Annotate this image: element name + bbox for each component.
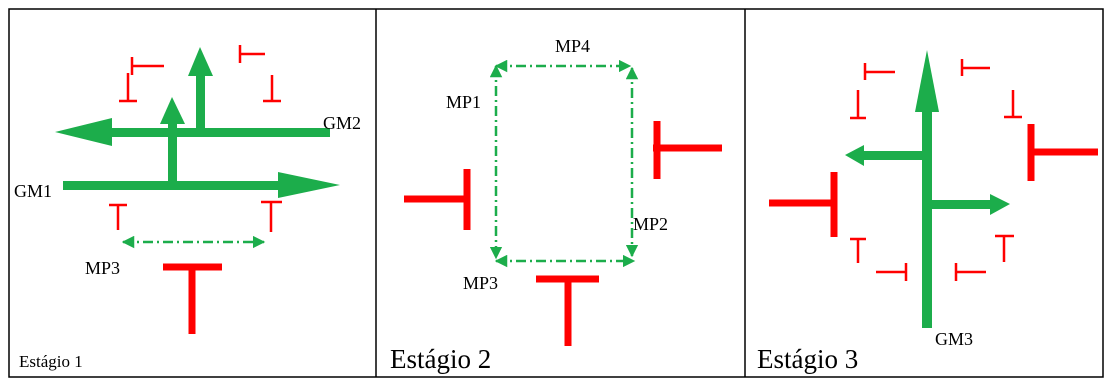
red-signal-right bbox=[653, 121, 722, 179]
outer-border bbox=[8, 8, 1104, 378]
pedestrian-loop bbox=[489, 59, 639, 268]
red-stop-signals-3 bbox=[850, 59, 1022, 281]
red-stop-signals bbox=[109, 45, 282, 232]
red-signal-right-3 bbox=[1027, 124, 1098, 181]
red-signal-bottom bbox=[536, 275, 599, 346]
panel-stage-3: GM3 Estágio 3 bbox=[757, 50, 1098, 374]
panel-stage-1: GM1 GM2 MP3 Estágio 1 bbox=[14, 45, 361, 371]
label-mp4: MP4 bbox=[555, 36, 590, 56]
red-vehicle-signals-3 bbox=[769, 124, 1098, 237]
label-gm1: GM1 bbox=[14, 181, 52, 201]
label-gm3: GM3 bbox=[935, 329, 973, 349]
right-branch-arrow bbox=[930, 194, 1010, 215]
gm1-arrow bbox=[63, 172, 340, 198]
caption-stage-2: Estágio 2 bbox=[390, 344, 491, 374]
label-mp1: MP1 bbox=[446, 92, 481, 112]
panel-borders bbox=[8, 8, 1104, 378]
red-vehicle-signal bbox=[163, 263, 222, 334]
gm3-arrow bbox=[915, 50, 939, 328]
red-signal-left bbox=[404, 169, 471, 230]
caption-stage-1: Estágio 1 bbox=[19, 352, 83, 371]
label-mp3-stage-2: MP3 bbox=[463, 273, 498, 293]
gm2-arrow bbox=[55, 118, 330, 146]
left-branch-arrow bbox=[845, 145, 924, 166]
up-arrow-right bbox=[188, 47, 213, 134]
panel-stage-2: MP4 MP1 MP2 MP3 Estágio 2 bbox=[390, 36, 722, 374]
label-gm2: GM2 bbox=[323, 113, 361, 133]
red-signal-left-3 bbox=[769, 172, 838, 237]
up-arrow-left bbox=[160, 97, 185, 186]
label-mp2: MP2 bbox=[633, 214, 668, 234]
label-mp3: MP3 bbox=[85, 258, 120, 278]
caption-stage-3: Estágio 3 bbox=[757, 344, 858, 374]
red-vehicle-signals bbox=[404, 121, 722, 346]
